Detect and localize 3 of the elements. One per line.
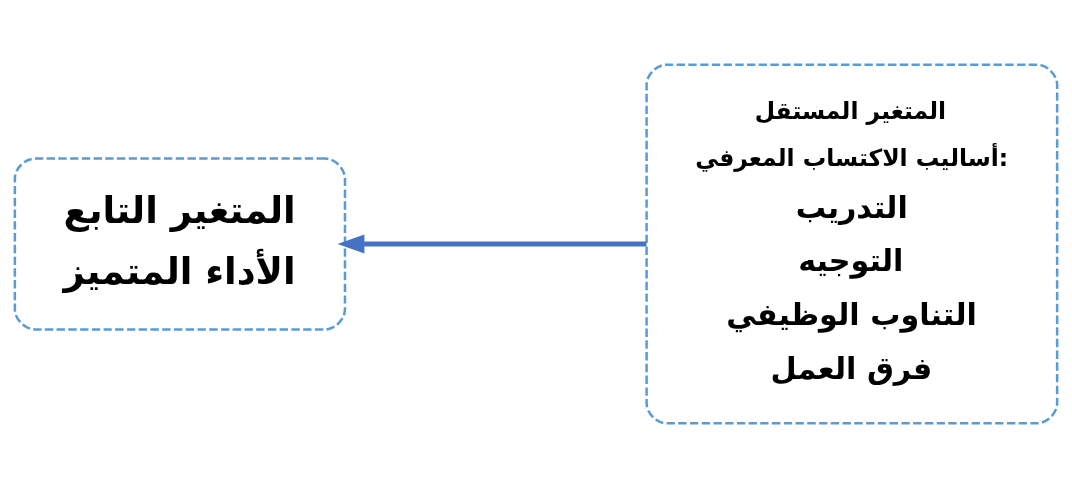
node-box: المتغير المستقل أساليب الاكتساب المعرفي: التدريب التوجيه التناوب الوظيفي فرق العمل (645, 63, 1059, 425)
node-box: المتغير التابع الأداء المتميز (13, 157, 347, 331)
arrow (337, 234, 647, 254)
